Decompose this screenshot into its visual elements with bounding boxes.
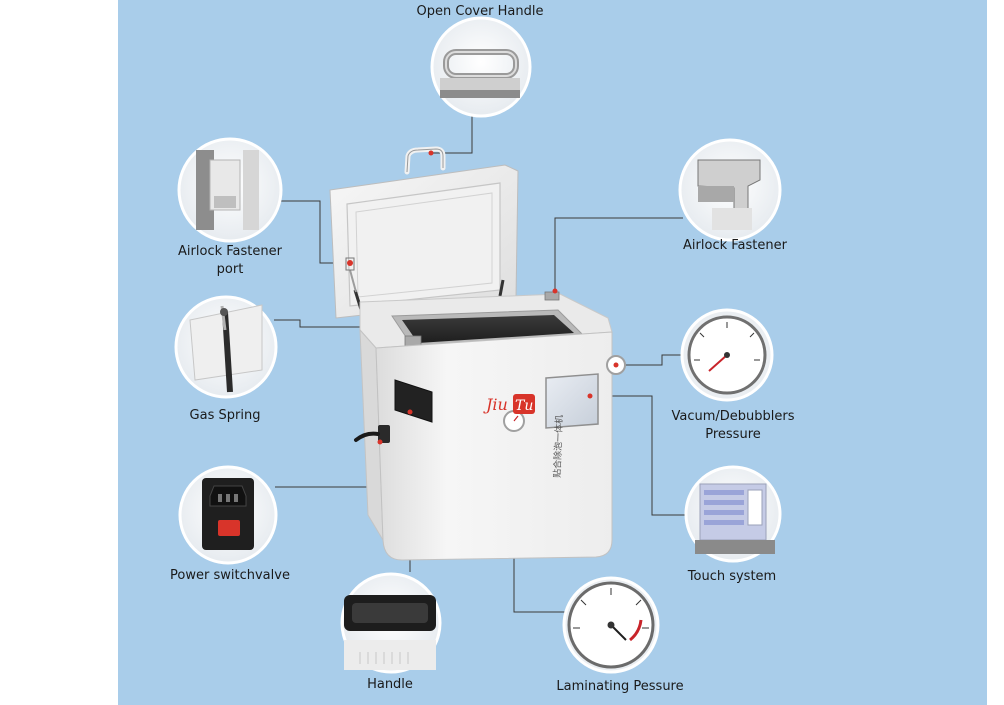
- lid-gasket: [355, 192, 493, 298]
- brand-tu-badge: [513, 394, 535, 414]
- brand-tu: Tu: [515, 398, 533, 414]
- label-vacuum-line2: Pressure: [705, 427, 761, 442]
- touch-screen-closeup-icon: [684, 465, 782, 563]
- handle-closeup-icon: [430, 16, 532, 118]
- vacuum-gauge-closeup-icon: [680, 308, 774, 402]
- lid-handle: [404, 146, 446, 175]
- brand-jiu: Jiu: [483, 395, 508, 414]
- label-laminating-pressure: Laminating Pessure: [556, 679, 684, 694]
- machine: Jiu Tu 贴合除泡一体机: [329, 146, 626, 561]
- label-airlock-fastener: Airlock Fastener: [683, 238, 787, 253]
- airlock-port-closeup-icon: [177, 137, 283, 243]
- leader-airlock-fastener: [554, 217, 683, 291]
- label-touch-system: Touch system: [687, 569, 777, 584]
- front-chinese-label: 贴合除泡一体机: [551, 415, 565, 478]
- leader-touch: [590, 395, 693, 516]
- leader-power: [275, 442, 381, 488]
- airlock-fastener-closeup-icon: [678, 138, 782, 242]
- body-front-face: [375, 331, 613, 561]
- front-touch-screen: [545, 373, 599, 429]
- label-gas-spring: Gas Spring: [189, 408, 261, 423]
- power-socket-closeup-icon: [178, 465, 278, 565]
- laminating-gauge-closeup-icon: [562, 576, 660, 674]
- leader-vacuum: [616, 354, 683, 366]
- side-handle-recess: [394, 379, 433, 423]
- side-handle-closeup-icon: [340, 572, 442, 674]
- gas-spring-closeup-icon: [174, 295, 278, 399]
- label-handle: Handle: [367, 677, 413, 692]
- leader-gas-spring: [274, 319, 370, 328]
- label-vacuum-pressure: Vacum/Debubblers Pressure: [658, 408, 808, 444]
- label-power-switch: Power switchvalve: [170, 568, 290, 583]
- label-open-cover-handle: Open Cover Handle: [416, 4, 544, 19]
- label-airlock-port-line1: Airlock Fastener: [178, 244, 282, 259]
- gas-spring-right: [498, 279, 505, 297]
- lid-inner: [346, 182, 501, 307]
- label-vacuum-line1: Vacum/Debubblers: [671, 409, 795, 424]
- label-airlock-port-line2: port: [216, 262, 244, 277]
- label-airlock-fastener-port: Airlock Fastener port: [155, 243, 305, 279]
